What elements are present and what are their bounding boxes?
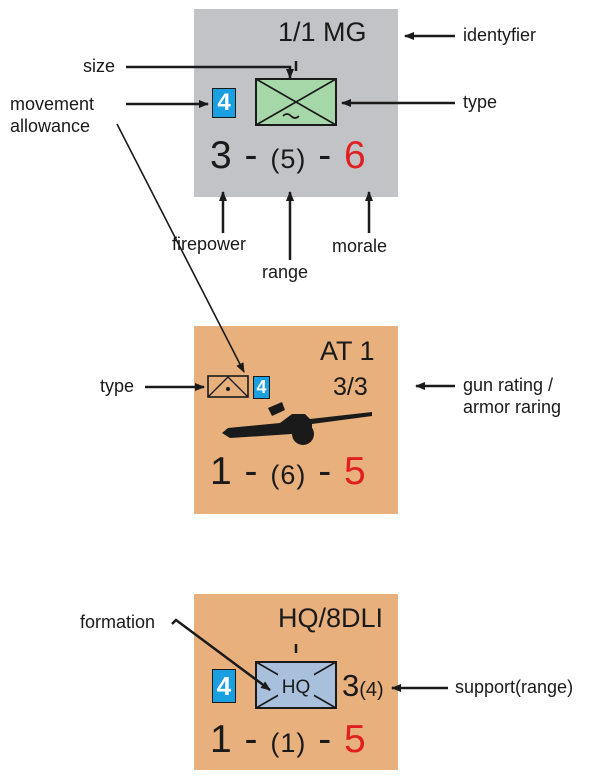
mg-firepower: 3 bbox=[210, 134, 233, 177]
at-identifier: AT 1 bbox=[320, 336, 375, 366]
at-stats: 1 - (6) - 5 bbox=[210, 450, 367, 493]
hq-morale: 5 bbox=[344, 718, 367, 761]
hq-symbol-text: HQ bbox=[282, 677, 311, 698]
at-firepower: 1 bbox=[210, 450, 233, 493]
movement-connector bbox=[116, 123, 245, 373]
mg-movement-box: 4 bbox=[212, 88, 236, 118]
size-arrow bbox=[126, 65, 294, 79]
hq-stats: 1 - (1) - 5 bbox=[210, 718, 367, 761]
gun-rating-label-line2: armor raring bbox=[463, 397, 562, 417]
movement-label-line2: allowance bbox=[10, 116, 91, 136]
mg-stats: 3 - (5) - 6 bbox=[210, 134, 367, 177]
firepower-label: firepower bbox=[172, 234, 247, 254]
movement-label-line1: movement bbox=[10, 94, 95, 114]
morale-label: morale bbox=[332, 236, 388, 256]
hq-support-value: 3 bbox=[342, 668, 360, 703]
at-range: (6) bbox=[270, 460, 307, 490]
identifier-label: identyfier bbox=[463, 25, 537, 45]
at-unit-symbol bbox=[207, 375, 249, 398]
support-label: support(range) bbox=[455, 677, 574, 697]
mg-morale: 6 bbox=[344, 134, 367, 177]
at-morale: 5 bbox=[344, 450, 367, 493]
hq-range: (1) bbox=[270, 728, 307, 758]
type-label-2: type bbox=[100, 376, 135, 396]
mg-range: (5) bbox=[270, 144, 307, 174]
hq-unit-symbol: HQ bbox=[255, 644, 337, 709]
hq-firepower: 1 bbox=[210, 718, 233, 761]
hq-identifier: HQ/8DLI bbox=[278, 603, 384, 633]
mg-unit-symbol bbox=[255, 61, 337, 126]
range-label: range bbox=[262, 262, 309, 282]
formation-arrow bbox=[171, 618, 271, 692]
mg-identifier: 1/1 MG bbox=[278, 17, 367, 47]
gun-rating-label-line1: gun rating / bbox=[463, 375, 554, 395]
hq-support: 3(4) bbox=[342, 668, 384, 704]
type-label-1: type bbox=[463, 92, 498, 112]
anti-tank-gun-icon bbox=[222, 402, 372, 445]
hq-support-range: (4) bbox=[359, 679, 384, 701]
size-label: size bbox=[83, 56, 116, 76]
at-movement-box: 4 bbox=[253, 376, 270, 399]
at-gun-armor-rating: 3/3 bbox=[333, 373, 368, 401]
formation-label: formation bbox=[80, 612, 156, 632]
hq-movement-box: 4 bbox=[212, 669, 236, 703]
